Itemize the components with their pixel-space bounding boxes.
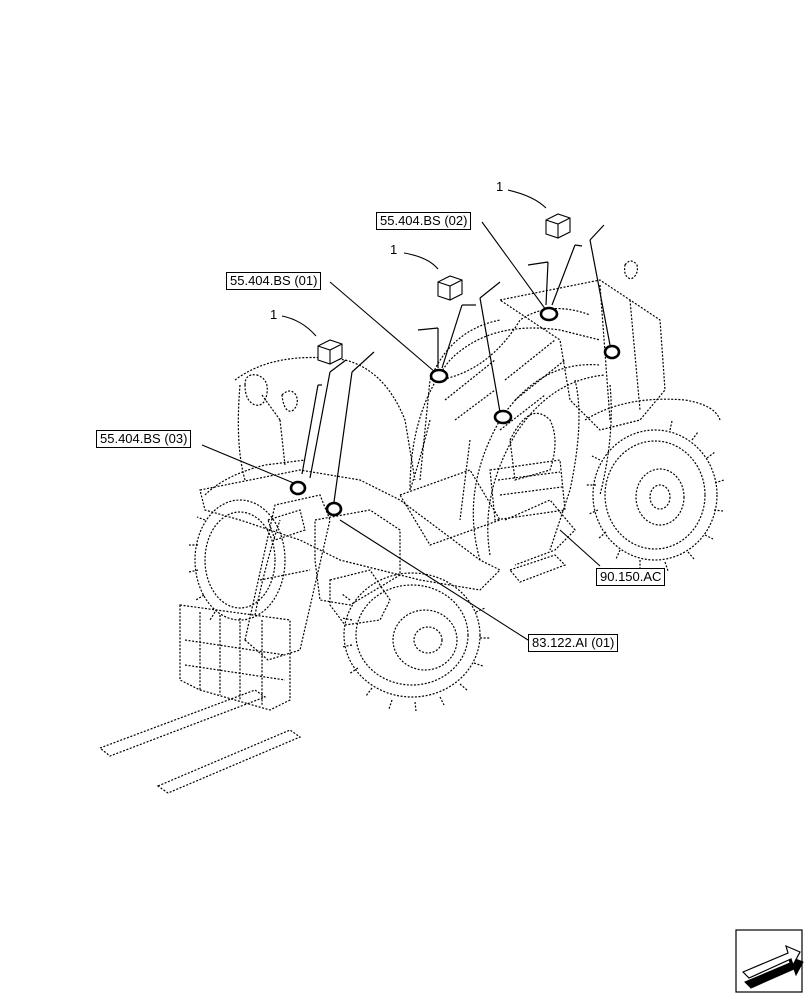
- pallet-forks: [98, 604, 302, 794]
- front-left-wheel: [341, 572, 490, 712]
- callout-90-150-ac[interactable]: 90.150.AC: [596, 568, 666, 586]
- item-cubes: [317, 213, 571, 365]
- work-light-rear-right: [603, 344, 621, 360]
- chassis-body: [199, 279, 721, 626]
- work-light-boom-right: [325, 501, 343, 517]
- item-number-middle: 1: [390, 242, 398, 257]
- telescopic-boom: [244, 494, 331, 661]
- front-mirrors: [244, 260, 638, 466]
- item-cube-left: [317, 339, 343, 365]
- direction-arrow-icon: [735, 929, 804, 993]
- front-right-wheel: [188, 499, 286, 621]
- beam-lines: [301, 224, 611, 503]
- callout-83-122-ai-01[interactable]: 83.122.AI (01): [528, 634, 619, 652]
- work-light-roof-mid: [493, 409, 513, 425]
- callout-55-404-bs-01[interactable]: 55.404.BS (01): [226, 272, 322, 290]
- work-light-boom-left: [289, 480, 307, 496]
- leader-lines: [201, 189, 601, 641]
- item-number-top: 1: [496, 179, 504, 194]
- callout-55-404-bs-03[interactable]: 55.404.BS (03): [96, 430, 192, 448]
- rear-right-wheel: [586, 420, 725, 572]
- work-light-roof-front: [429, 368, 449, 384]
- operator-cab: [399, 307, 612, 561]
- callout-55-404-bs-02[interactable]: 55.404.BS (02): [376, 212, 472, 230]
- item-cube-middle: [437, 275, 463, 301]
- item-cube-top: [545, 213, 571, 239]
- work-light-rear-left: [539, 306, 559, 322]
- item-number-left: 1: [270, 307, 278, 322]
- work-lights: [289, 306, 621, 517]
